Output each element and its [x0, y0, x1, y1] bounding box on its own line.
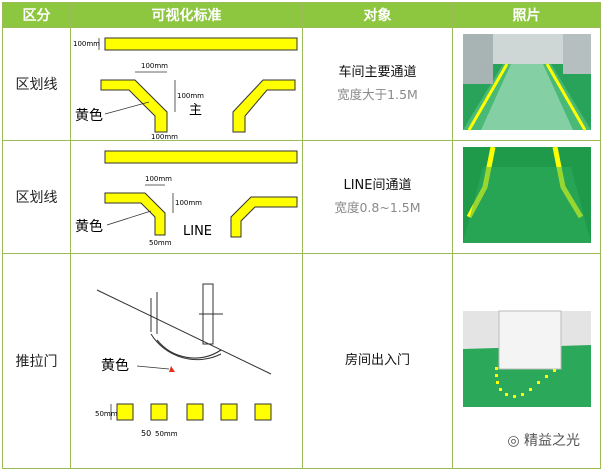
header-object: 对象	[302, 2, 453, 28]
line-aisle-svg: 100mm 100mm 50mm LINE 黄色	[75, 150, 298, 247]
object-width: 宽度0.8~1.5M	[334, 200, 421, 215]
object-name: LINE间通道	[343, 178, 412, 193]
watermark: ◎ 精益之光	[503, 429, 584, 451]
dim-label: 100mm	[141, 62, 168, 70]
main-label: 主	[189, 103, 202, 118]
row-category: 区划线	[2, 140, 71, 254]
watermark-text: 精益之光	[524, 433, 580, 449]
photo-cell	[452, 140, 601, 254]
table-row: 区划线 100mm 100mm 50mm LINE 黄色 LINE间通道 宽度0…	[2, 140, 601, 254]
table-row: 推拉门 黄色 50mm 50 50mm	[2, 253, 601, 469]
dim-label: 50mm	[95, 410, 118, 418]
photo-cell	[452, 27, 601, 141]
dim-label: 50mm	[149, 239, 172, 247]
dim-label: 100mm	[145, 175, 172, 183]
row-category: 推拉门	[2, 253, 71, 469]
object-cell: LINE间通道 宽度0.8~1.5M	[302, 140, 453, 254]
dim-label: 100mm	[151, 133, 178, 141]
main-aisle-diagram: 100mm 100mm 100mm 100mm 主 黄色	[70, 27, 303, 141]
dim-label: 50mm	[155, 430, 178, 438]
wechat-icon: ◎	[507, 433, 524, 449]
object-width: 宽度大于1.5M	[337, 87, 418, 102]
dim-label: 50	[141, 429, 151, 438]
dim-label: 100mm	[175, 199, 202, 207]
color-label: 黄色	[75, 107, 103, 124]
sliding-door-diagram: 黄色 50mm 50 50mm	[70, 253, 303, 469]
sliding-door-photo	[462, 310, 591, 407]
header-visual-standard: 可视化标准	[70, 2, 303, 28]
main-aisle-svg: 100mm 100mm 100mm 100mm 主 黄色	[73, 37, 298, 141]
header-category: 区分	[2, 2, 71, 28]
line-aisle-diagram: 100mm 100mm 50mm LINE 黄色	[70, 140, 303, 254]
line-label: LINE	[183, 224, 212, 239]
object-cell: 房间出入门	[302, 253, 453, 469]
table-row: 区划线 100mm 100mm 100mm 100mm 主 黄色 车间主要通道 …	[2, 27, 601, 141]
header-row: 区分 可视化标准 对象 照片	[2, 2, 601, 28]
object-name: 车间主要通道	[338, 65, 417, 80]
object-cell: 车间主要通道 宽度大于1.5M	[302, 27, 453, 141]
dim-label: 100mm	[177, 92, 204, 100]
color-label: 黄色	[75, 218, 103, 235]
header-photo: 照片	[452, 2, 601, 28]
dim-label: 100mm	[73, 40, 100, 48]
main-aisle-photo	[462, 34, 591, 131]
sliding-door-svg: 黄色 50mm 50 50mm	[95, 283, 272, 438]
row-category: 区划线	[2, 27, 71, 141]
line-aisle-photo	[462, 146, 591, 243]
object-name: 房间出入门	[344, 353, 410, 368]
color-label: 黄色	[101, 357, 129, 374]
